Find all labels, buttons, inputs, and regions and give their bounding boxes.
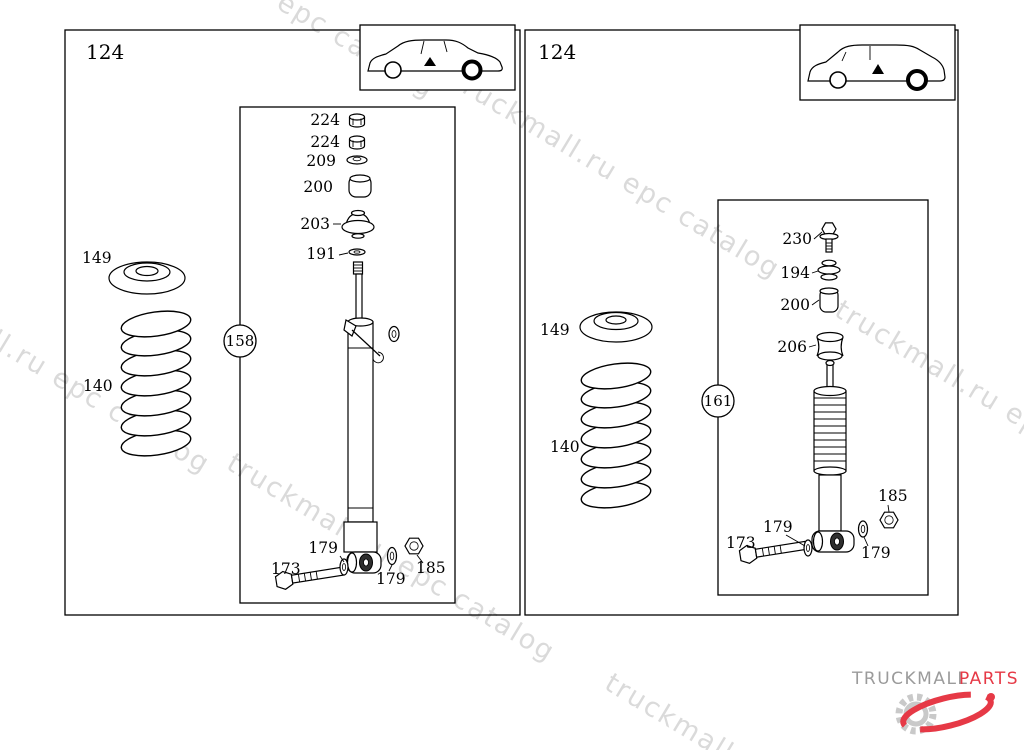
logo-brand-red: PARTS (959, 669, 1019, 689)
logo-brand-gray: TRUCKMALL (851, 669, 968, 689)
callout-lock-nut[interactable]: 185 (878, 487, 908, 505)
callout-nut-lower[interactable]: 224 (310, 133, 340, 151)
callout-washer-191[interactable]: 191 (306, 245, 336, 263)
spring-seat-right (579, 311, 653, 343)
watermark-text: truckmall.ru epc catalog (829, 294, 1024, 515)
washer-set-194 (817, 259, 841, 281)
lock-nut-185-left (404, 537, 424, 555)
bolt-230 (819, 222, 839, 253)
leader-lines (333, 223, 890, 572)
washer-191 (348, 248, 366, 256)
callout-spring-seat[interactable]: 149 (82, 249, 112, 267)
callout-washer-outer[interactable]: 179 (861, 544, 891, 562)
assembly-ref-161-label: 161 (704, 392, 733, 410)
rear-axle-arrow-icon (424, 57, 436, 66)
bushing-200-right (819, 287, 839, 313)
assembly-ref-158[interactable]: 158 (223, 324, 257, 358)
callout-washer-outer[interactable]: 179 (376, 570, 406, 588)
front-wheel-icon (384, 61, 402, 79)
nut-224-upper (348, 113, 366, 128)
assembly-ref-158-label: 158 (226, 332, 255, 350)
logo-gear-swoosh-icon (895, 691, 995, 735)
shock-absorber-right (811, 359, 855, 553)
left-callouts: 224 224 209 200 203 191 149 140 179 173 … (82, 111, 446, 588)
callout-spring-seat[interactable]: 149 (540, 321, 570, 339)
washer-179-inner-left (339, 558, 349, 576)
callout-coil-spring[interactable]: 140 (83, 377, 113, 395)
left-panel-frame (64, 29, 521, 616)
callout-cap-washer[interactable]: 209 (306, 152, 336, 170)
callout-nut-upper[interactable]: 224 (310, 111, 340, 129)
coil-spring-left (120, 310, 192, 457)
callout-lock-nut[interactable]: 185 (416, 559, 446, 577)
washer-179-outer-left (386, 546, 398, 566)
rear-wheel-highlight-icon (906, 69, 928, 91)
support-bearing-203 (341, 209, 375, 239)
front-wheel-icon (829, 71, 847, 89)
right-panel-frame (524, 29, 959, 616)
watermark-text: truckmall.ru epc catalog (446, 64, 785, 285)
nut-224-lower (348, 135, 366, 150)
spring-seat-left (108, 261, 186, 295)
left-panel-label: 124 (86, 40, 124, 64)
callout-bushing[interactable]: 200 (780, 296, 810, 314)
callout-bolt-top[interactable]: 230 (782, 230, 812, 248)
rubber-buffer-200-left (348, 174, 372, 198)
washer-179-inner-right (803, 539, 813, 557)
rubber-buffer-206 (816, 331, 844, 361)
shock-absorber-left (343, 261, 400, 574)
site-logo: TRUCKMALL PARTS (851, 669, 1019, 735)
bolt-173-right (738, 540, 807, 565)
right-panel-label: 124 (538, 40, 576, 64)
car-thumbnail-wagon[interactable] (799, 24, 956, 101)
car-thumbnail-sedan[interactable] (359, 24, 516, 91)
washer-179-outer-right (857, 520, 869, 538)
bolt-173-left (274, 566, 345, 590)
cap-washer-209 (346, 155, 368, 165)
callout-bolt[interactable]: 173 (271, 560, 301, 578)
assembly-ref-161[interactable]: 161 (701, 384, 735, 418)
right-callouts: 230 194 200 206 149 140 185 179 173 179 (540, 230, 908, 562)
callout-washer-inner[interactable]: 179 (763, 518, 793, 536)
callout-rubber-buffer[interactable]: 206 (777, 338, 807, 356)
lock-nut-185-right (879, 511, 899, 529)
coil-spring-right (580, 362, 652, 509)
rear-wheel-highlight-icon (461, 59, 483, 81)
callout-coil-spring[interactable]: 140 (550, 438, 580, 456)
callout-washer-set[interactable]: 194 (780, 264, 810, 282)
callout-support-bearing[interactable]: 203 (300, 215, 330, 233)
rear-axle-arrow-icon (872, 64, 884, 74)
callout-bolt[interactable]: 173 (726, 534, 756, 552)
callout-rubber-buffer[interactable]: 200 (303, 178, 333, 196)
callout-washer-inner[interactable]: 179 (308, 539, 338, 557)
